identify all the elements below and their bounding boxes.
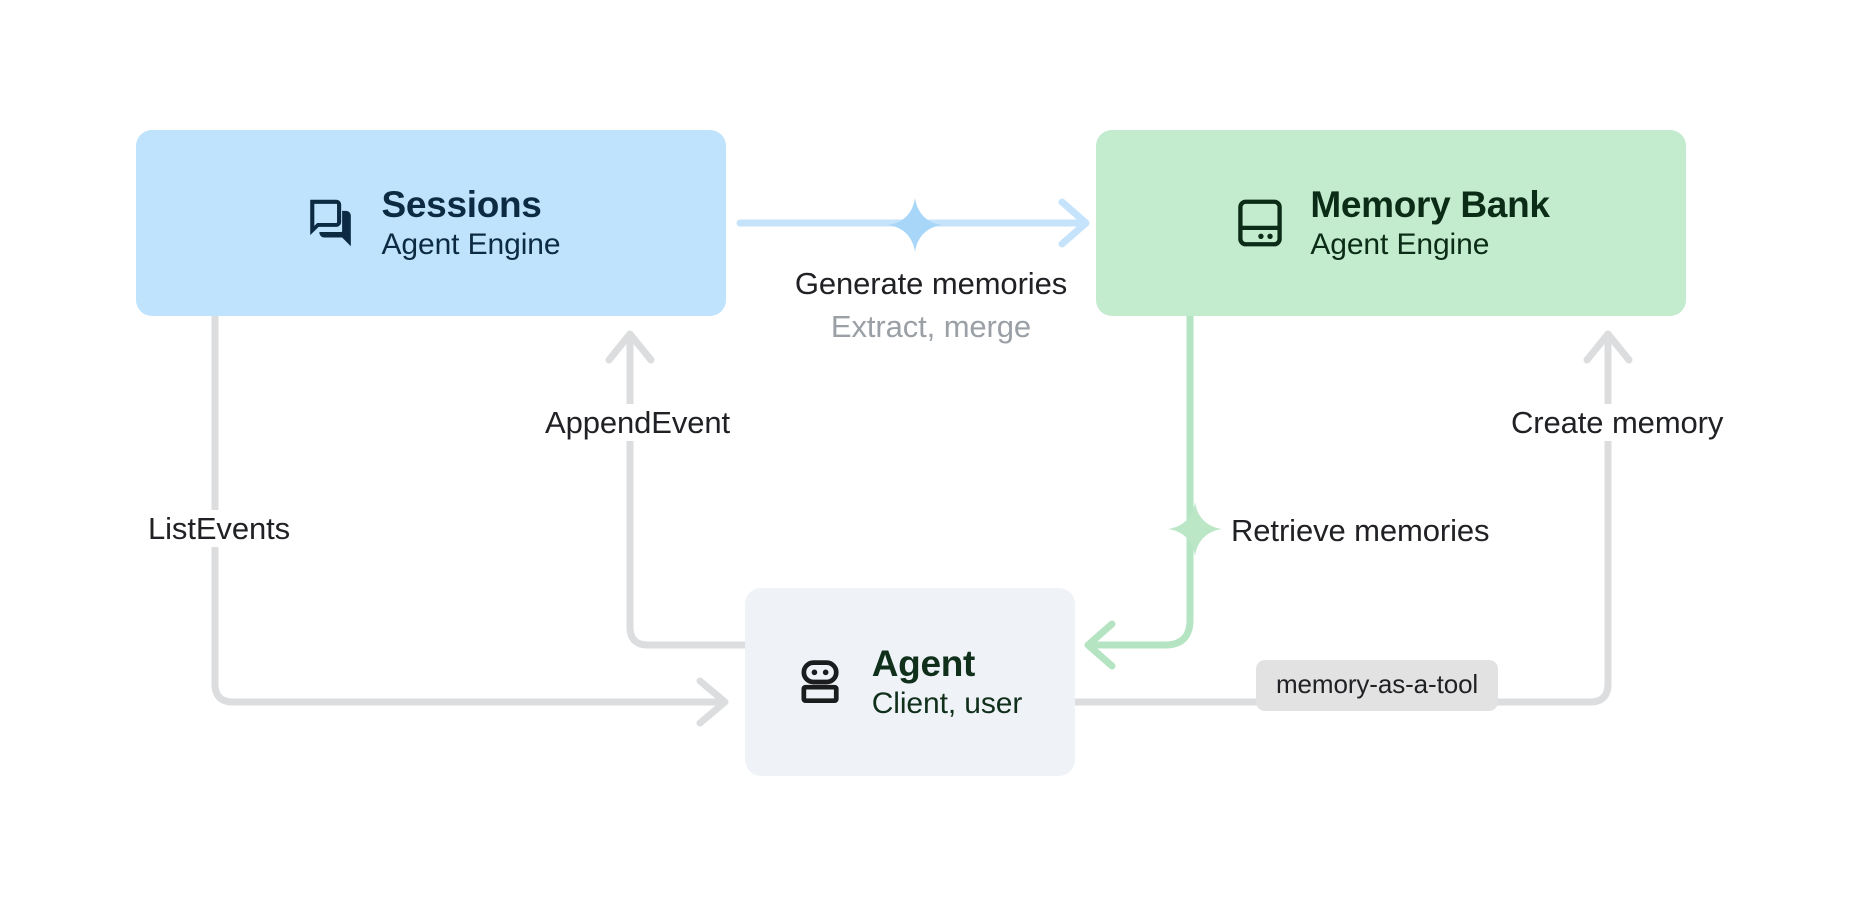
robot-icon: [798, 655, 852, 709]
node-title: Memory Bank: [1310, 183, 1550, 225]
edge-label-append-event: AppendEvent: [537, 404, 739, 442]
node-memory-bank[interactable]: Memory Bank Agent Engine: [1096, 130, 1686, 316]
edge-list-events: [211, 312, 722, 706]
forum-icon: [302, 194, 360, 252]
edge-label-generate-memories: Generate memories: [771, 265, 1091, 303]
badge-memory-as-a-tool: memory-as-a-tool: [1256, 660, 1499, 711]
edge-label-create-memory: Create memory: [1503, 404, 1732, 442]
edge-label-retrieve-memories: Retrieve memories: [1225, 512, 1496, 550]
edge-retrieve-memories: [1086, 312, 1194, 649]
node-title: Agent: [871, 642, 976, 684]
node-subtitle: Agent Engine: [1310, 228, 1490, 262]
edge-label-list-events: ListEvents: [140, 510, 299, 548]
edge-generate-memories-arrowhead: [1058, 198, 1090, 248]
edge-create-memory-arrowhead: [1583, 330, 1633, 364]
node-agent[interactable]: Agent Client, user: [745, 588, 1075, 776]
edge-sublabel-generate-memories: Extract, merge: [771, 308, 1091, 346]
node-sessions[interactable]: Sessions Agent Engine: [136, 130, 726, 316]
node-subtitle: Agent Engine: [381, 228, 561, 262]
sparkle-icon: [1166, 500, 1224, 563]
edge-append-event-arrowhead: [605, 330, 655, 364]
node-subtitle: Client, user: [871, 687, 1023, 721]
node-title: Sessions: [381, 183, 542, 225]
edge-list-events-arrowhead: [696, 677, 729, 727]
edge-append-event: [626, 334, 749, 649]
edge-retrieve-memories-arrowhead: [1084, 620, 1116, 670]
sparkle-icon: [886, 196, 944, 259]
database-icon: [1232, 195, 1288, 251]
